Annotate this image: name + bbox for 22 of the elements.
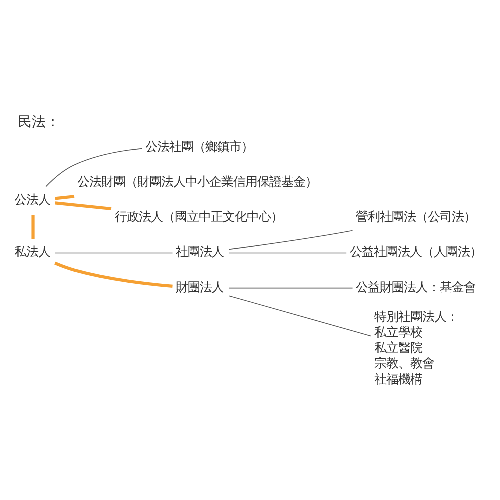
connector xyxy=(32,214,35,239)
node-text: 公益財團法人：基金會 xyxy=(356,278,476,294)
connector xyxy=(54,261,173,288)
node-text: 特別社團法人： 私立學校 私立醫院 宗教、教會 社福機構 xyxy=(374,308,459,386)
node-text: 社團法人 xyxy=(176,244,224,259)
node-text: 公法社團（鄉鎮市） xyxy=(146,138,254,154)
node-text: 公法人 xyxy=(14,191,51,206)
connector xyxy=(46,148,143,187)
diagram-title: 民法： xyxy=(18,114,60,130)
node-text: 私法人 xyxy=(14,244,51,259)
node-text: 公益社團法人（人團法） xyxy=(350,244,482,259)
connector xyxy=(55,194,75,200)
node-text: 行政法人（國立中正文化中心） xyxy=(115,208,284,224)
connector xyxy=(228,287,354,288)
connector xyxy=(228,252,347,254)
connector xyxy=(55,201,112,210)
node-text: 財團法人 xyxy=(176,278,224,294)
connector xyxy=(55,252,174,254)
connector xyxy=(228,230,354,250)
node-text: 公法財團（財團法人中小企業信用保證基金） xyxy=(78,174,318,189)
node-text: 營利社團法（公司法） xyxy=(356,208,476,224)
connector xyxy=(228,295,372,336)
